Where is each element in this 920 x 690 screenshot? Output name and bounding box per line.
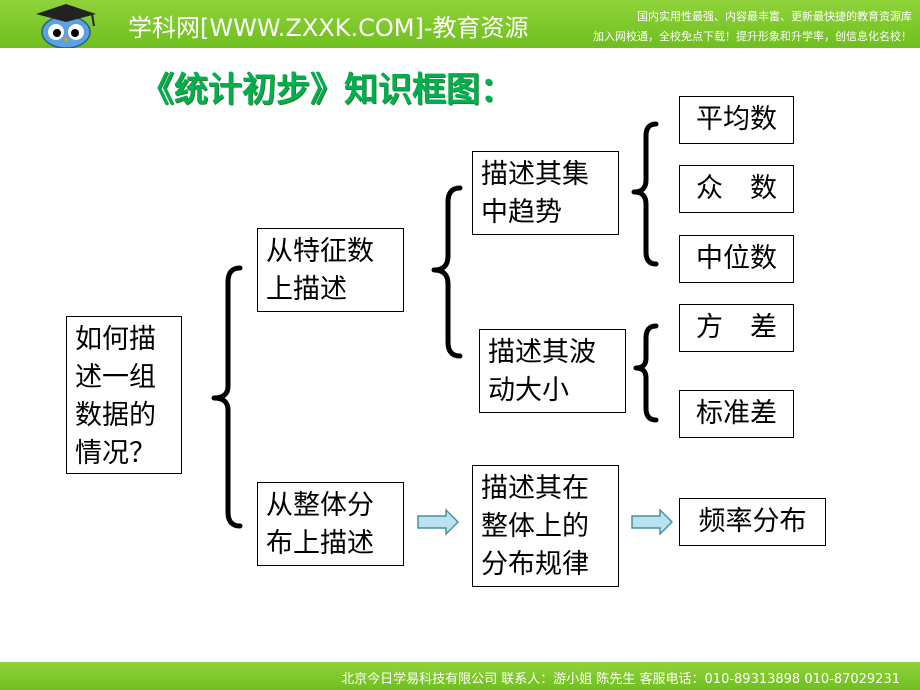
site-title[interactable]: 学科网[WWW.ZXXK.COM]-教育资源 (128, 14, 529, 42)
brace-feature (431, 185, 463, 359)
arrow-overall-to-frequency (631, 508, 674, 536)
root-node: 如何描述一组数据的情况？ (66, 316, 182, 474)
variance-node: 方 差 (679, 304, 794, 352)
standard-deviation-node: 标准差 (679, 390, 794, 438)
feature-node: 从特征数上描述 (257, 228, 404, 312)
brace-spread (633, 323, 659, 423)
whole-node: 从整体分布上描述 (257, 482, 404, 566)
median-node: 中位数 (679, 235, 794, 283)
owl-mascot-logo (36, 4, 96, 48)
page-title: 《统计初步》知识框图： (140, 70, 514, 110)
footer-bar: 北京今日学易科技有限公司 联系人：游小姐 陈先生 客服电话：010-893138… (0, 662, 920, 690)
mean-node: 平均数 (679, 96, 794, 144)
header-banner: 学科网[WWW.ZXXK.COM]-教育资源 国内实用性最强、内容最丰富、更新最… (0, 0, 920, 48)
brace-central (631, 121, 659, 267)
brace-root (211, 265, 243, 529)
slogan-line-2: 加入网校通，全校免点下载！提升形象和升学率，创信息化名校！ (593, 30, 912, 43)
arrow-whole-to-overall (417, 508, 460, 536)
frequency-distribution-node: 频率分布 (679, 498, 826, 546)
footer-contact: 北京今日学易科技有限公司 联系人：游小姐 陈先生 客服电话：010-893138… (341, 672, 900, 687)
slogan-line-1: 国内实用性最强、内容最丰富、更新最快捷的教育资源库 (637, 10, 912, 23)
dispersion-node: 描述其波动大小 (479, 329, 626, 413)
distribution-pattern-node: 描述其在整体上的分布规律 (472, 465, 619, 587)
mode-node: 众 数 (679, 165, 794, 213)
central-tendency-node: 描述其集中趋势 (472, 151, 619, 235)
